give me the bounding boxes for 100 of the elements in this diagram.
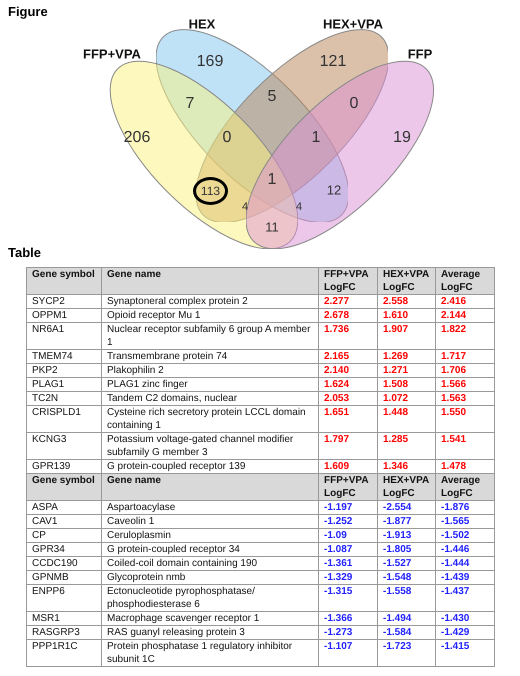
column-header: Average LogFC <box>436 474 494 500</box>
region-count: 0 <box>350 95 358 113</box>
gene-symbol: TMEM74 <box>26 350 102 364</box>
gene-symbol: GPNMB <box>26 570 102 584</box>
logfc-value: 1.610 <box>378 308 436 322</box>
column-header: Gene name <box>102 268 318 294</box>
logfc-value: 2.277 <box>318 294 378 308</box>
logfc-value: -1.252 <box>318 514 378 528</box>
logfc-value: 2.678 <box>318 308 378 322</box>
region-count: 11 <box>265 220 279 234</box>
logfc-value: 1.508 <box>378 378 436 392</box>
gene-name: Macrophage scavenger receptor 1 <box>102 612 318 626</box>
region-count: 1 <box>312 129 320 147</box>
logfc-value: 1.563 <box>436 392 494 406</box>
set-label: HEX <box>188 16 216 32</box>
region-count: 169 <box>196 53 224 71</box>
logfc-value: -1.877 <box>378 514 436 528</box>
logfc-value: -1.366 <box>318 612 378 626</box>
logfc-value: 1.072 <box>378 392 436 406</box>
logfc-value: -1.437 <box>436 584 494 612</box>
gene-name: Protein phosphatase 1 regulatory inhibitor subunit 1C <box>102 640 318 666</box>
set-label: FFP <box>408 46 432 62</box>
logfc-value: -1.527 <box>378 556 436 570</box>
gene-symbol: KCNG3 <box>26 432 102 460</box>
column-header: Gene symbol <box>26 474 102 500</box>
logfc-value: -1.548 <box>378 570 436 584</box>
region-count: 206 <box>124 129 150 147</box>
gene-name: Caveolin 1 <box>102 514 318 528</box>
set-label: HEX+VPA <box>322 16 384 32</box>
gene-name: Ceruloplasmin <box>102 528 318 542</box>
logfc-value: -1.429 <box>436 626 494 640</box>
logfc-value: -1.558 <box>378 584 436 612</box>
logfc-value: 2.140 <box>318 364 378 378</box>
set-label: FFP+VPA <box>83 46 141 62</box>
column-header: Gene name <box>102 474 318 500</box>
gene-symbol: CCDC190 <box>26 556 102 570</box>
logfc-value: -1.09 <box>318 528 378 542</box>
logfc-value: -1.273 <box>318 626 378 640</box>
logfc-value: 1.797 <box>318 432 378 460</box>
logfc-value: 1.651 <box>318 406 378 432</box>
gene-name: Potassium voltage-gated channel modifier subfamily G member 3 <box>102 432 318 460</box>
logfc-value: -1.444 <box>436 556 494 570</box>
logfc-value: -1.329 <box>318 570 378 584</box>
gene-symbol: PLAG1 <box>26 378 102 392</box>
gene-symbol: SYCP2 <box>26 294 102 308</box>
logfc-value: 1.822 <box>436 322 494 350</box>
gene-symbol: CP <box>26 528 102 542</box>
gene-name: Coiled-coil domain containing 190 <box>102 556 318 570</box>
logfc-value: 2.165 <box>318 350 378 364</box>
gene-symbol: ENPP6 <box>26 584 102 612</box>
logfc-value: -1.361 <box>318 556 378 570</box>
logfc-value: -1.723 <box>378 640 436 666</box>
gene-name: Opioid receptor Mu 1 <box>102 308 318 322</box>
logfc-value: 2.144 <box>436 308 494 322</box>
gene-symbol: NR6A1 <box>26 322 102 350</box>
logfc-value: 1.448 <box>378 406 436 432</box>
gene-name: Aspartoacylase <box>102 500 318 514</box>
gene-symbol: MSR1 <box>26 612 102 626</box>
logfc-value: -1.087 <box>318 542 378 556</box>
gene-name: Transmembrane protein 74 <box>102 350 318 364</box>
region-count: 121 <box>320 53 346 71</box>
gene-symbol: PPP1R1C <box>26 640 102 666</box>
logfc-value: 1.706 <box>436 364 494 378</box>
logfc-value: 1.717 <box>436 350 494 364</box>
gene-symbol: OPPM1 <box>26 308 102 322</box>
logfc-value: 1.907 <box>378 322 436 350</box>
logfc-value: 1.550 <box>436 406 494 432</box>
gene-symbol: TC2N <box>26 392 102 406</box>
column-header: Average LogFC <box>436 268 494 294</box>
logfc-value: -1.502 <box>436 528 494 542</box>
gene-symbol: GPR34 <box>26 542 102 556</box>
gene-name: Nuclear receptor subfamily 6 group A member 1 <box>102 322 318 350</box>
logfc-value: 1.285 <box>378 432 436 460</box>
region-count: 7 <box>186 95 194 113</box>
logfc-value: 2.558 <box>378 294 436 308</box>
region-count: 12 <box>326 182 342 198</box>
region-count: 1 <box>268 171 276 189</box>
logfc-value: -1.876 <box>436 500 494 514</box>
logfc-value: 2.053 <box>318 392 378 406</box>
gene-name: Cysteine rich secretory protein LCCL domain containing 1 <box>102 406 318 432</box>
logfc-value: -1.107 <box>318 640 378 666</box>
logfc-value: -1.494 <box>378 612 436 626</box>
gene-symbol: CAV1 <box>26 514 102 528</box>
gene-name: Ectonucleotide pyrophosphatase/ phosphodiesterase 6 <box>102 584 318 612</box>
logfc-value: -1.805 <box>378 542 436 556</box>
gene-symbol: ASPA <box>26 500 102 514</box>
logfc-value: -1.415 <box>436 640 494 666</box>
region-count: 4 <box>296 201 302 213</box>
gene-name: Tandem C2 domains, nuclear <box>102 392 318 406</box>
column-header: FFP+VPA LogFC <box>318 268 378 294</box>
region-count: 4 <box>242 201 248 213</box>
section-heading: Figure <box>8 4 48 19</box>
column-header: Gene symbol <box>26 268 102 294</box>
logfc-value: -1.315 <box>318 584 378 612</box>
gene-name: PLAG1 zinc finger <box>102 378 318 392</box>
logfc-value: -1.439 <box>436 570 494 584</box>
logfc-value: 1.271 <box>378 364 436 378</box>
gene-symbol: CRISPLD1 <box>26 406 102 432</box>
count-circle: 113 <box>193 177 228 205</box>
logfc-value: 1.566 <box>436 378 494 392</box>
